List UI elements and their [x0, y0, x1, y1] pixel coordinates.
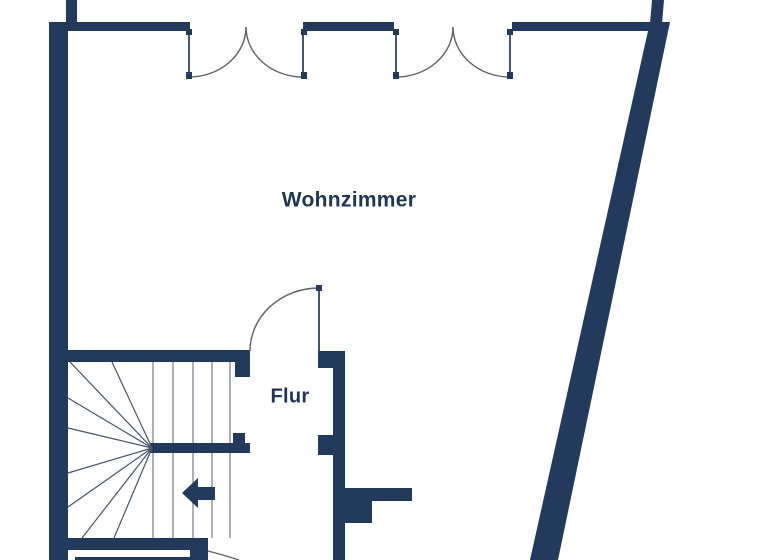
stair-winder-line	[67, 447, 153, 474]
stairs-top-wall	[49, 350, 250, 362]
top-wall-segment-c	[512, 22, 652, 31]
bottom-door-arc-swing-arc	[207, 550, 240, 560]
left-wall-top-stub	[66, 0, 77, 24]
stair-winder-line	[67, 447, 153, 508]
stair-winder-line	[67, 397, 153, 449]
double-door-1-right-leaf-jamb-tick	[301, 29, 307, 35]
flur-right-wall	[333, 351, 345, 560]
top-wall-segment-b	[303, 22, 394, 31]
double-door-2-right-leaf-jamb-tick	[507, 29, 513, 35]
walls-group	[49, 0, 670, 560]
double-door-2-right-leaf-jamb-tick	[507, 72, 513, 79]
double-door-2-right-leaf-swing-arc	[452, 26, 511, 78]
flur-wall-tab	[318, 435, 334, 455]
flur-door-leaf-jamb-tick	[316, 285, 322, 291]
room-label-flur: Flur	[271, 385, 310, 407]
stair-direction-arrow-icon	[182, 478, 215, 508]
stairs-bottom-wall	[49, 538, 190, 550]
stairs-mid-wall-block	[233, 433, 245, 443]
flur-door-leaf-swing-arc	[249, 287, 320, 352]
slanted-wall-top-stub	[650, 0, 664, 24]
stair-winder-line	[69, 361, 153, 449]
lower-right-arm-wall	[345, 488, 412, 501]
bottom-edge-wall-strip	[75, 557, 197, 560]
double-door-1-right-leaf-jamb-tick	[301, 72, 307, 79]
double-door-1-left-leaf-jamb-tick	[186, 29, 192, 35]
stairs-group	[67, 361, 231, 539]
room-label-wohnzimmer: Wohnzimmer	[282, 189, 416, 212]
double-door-1-left-leaf-jamb-tick	[186, 72, 192, 79]
double-door-1-left-leaf-swing-arc	[188, 26, 247, 78]
stair-winder-line	[67, 427, 153, 449]
left-outer-wall	[49, 22, 68, 560]
double-door-2-left-leaf-swing-arc	[395, 26, 454, 78]
stairs-mid-wall	[150, 443, 250, 453]
slanted-right-wall	[530, 22, 670, 560]
stair-winder-line	[111, 361, 153, 449]
top-wall-segment-a	[49, 22, 190, 31]
stair-winder-line	[81, 447, 153, 539]
double-door-2-left-leaf-jamb-tick	[393, 29, 399, 35]
bottom-door-jamb	[190, 538, 208, 560]
double-door-2-left-leaf-jamb-tick	[393, 72, 399, 79]
double-door-1-right-leaf-swing-arc	[245, 26, 304, 78]
stairs-top-door-jamb	[235, 362, 250, 377]
stair-winder-line	[113, 447, 153, 539]
lower-right-arm-block	[345, 501, 372, 523]
doors-group	[186, 26, 513, 560]
